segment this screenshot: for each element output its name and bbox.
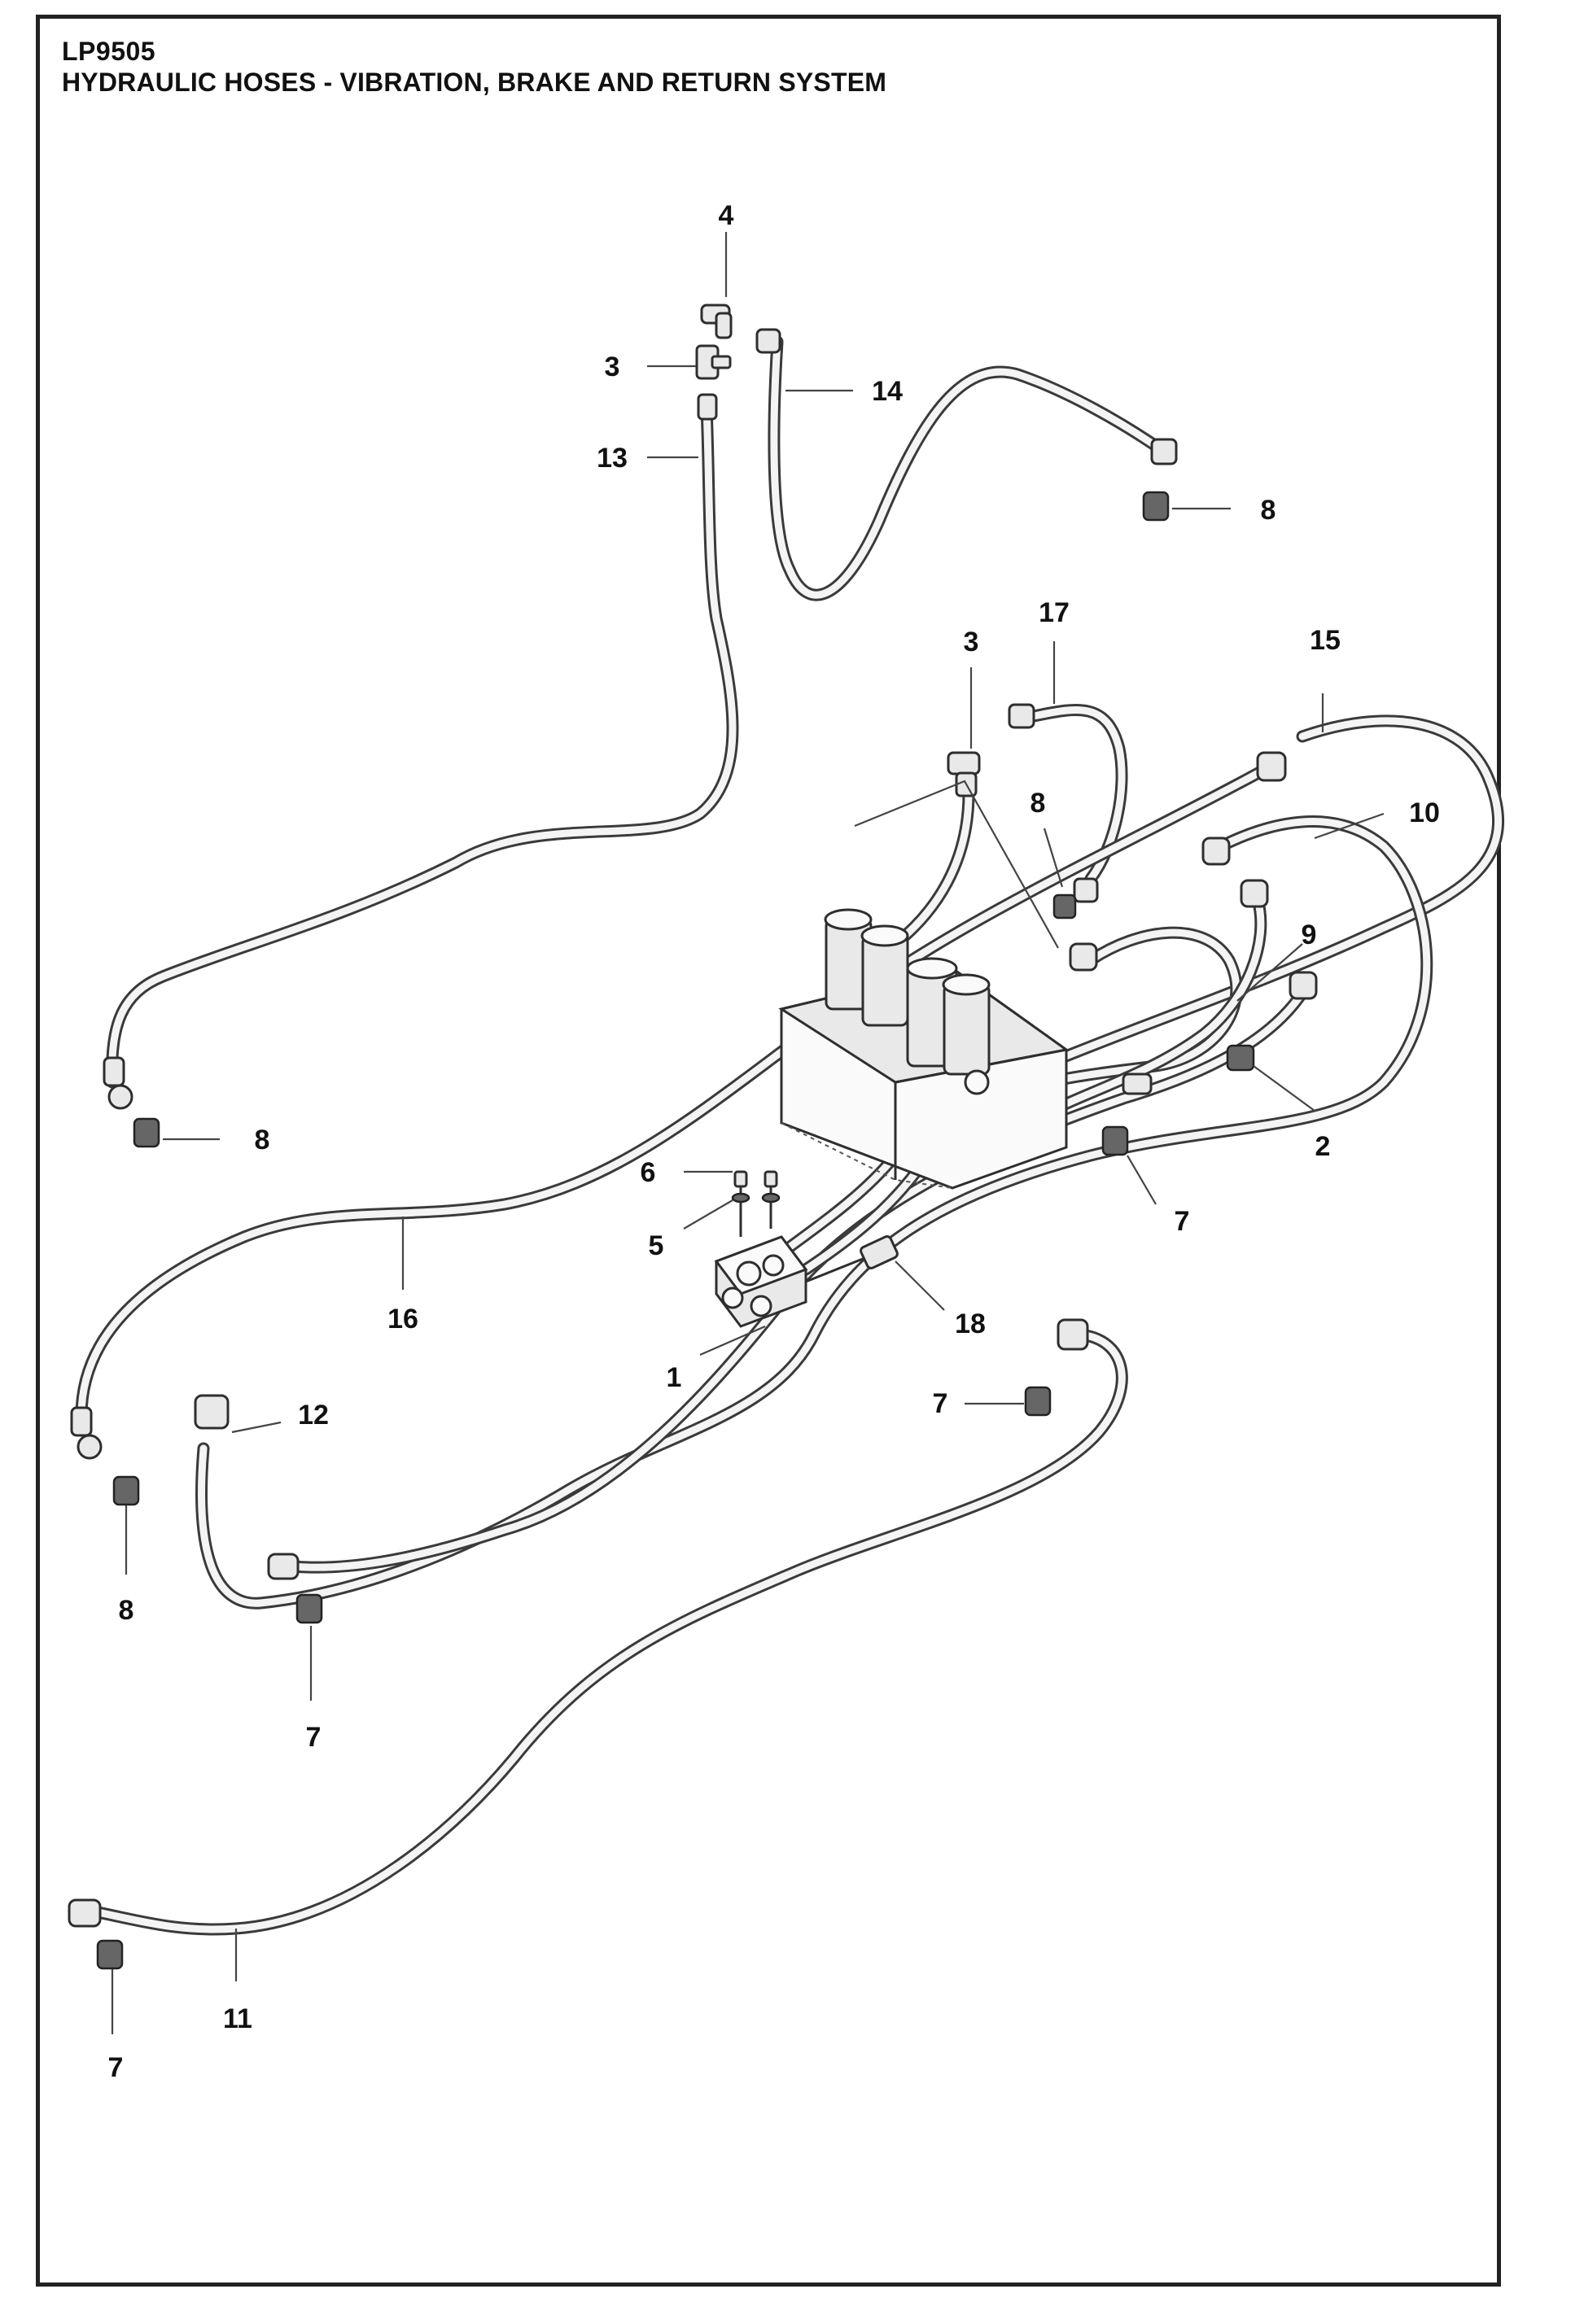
tee-fitting-3-top: [695, 344, 732, 380]
elbow-fitting-11-left: [68, 1898, 124, 1970]
callout-labels: 4 3 14 13 8 17 3 15 8 10 9 8 2 6 7 5 16 …: [108, 200, 1440, 2083]
callout-8-left-lower: 8: [119, 1595, 134, 1626]
hose-12-end: [194, 1394, 230, 1430]
callout-7-mid-right: 7: [1175, 1206, 1190, 1237]
callout-10: 10: [1409, 797, 1440, 828]
callout-18: 18: [955, 1308, 986, 1339]
hose-13: [106, 400, 739, 1089]
callout-4: 4: [719, 200, 734, 231]
hose-13-upper-end: [697, 393, 718, 421]
elbow-fitting-11-right: [1024, 1318, 1089, 1417]
callout-7-left-mid: 7: [306, 1722, 322, 1753]
diagram-header: LP9505 HYDRAULIC HOSES - VIBRATION, BRAK…: [62, 36, 886, 98]
callout-2: 2: [1315, 1131, 1331, 1162]
callout-3-top: 3: [605, 352, 620, 382]
callout-3-mid: 3: [964, 627, 979, 657]
callout-1: 1: [667, 1362, 682, 1393]
adapter-fitting-8-mid: [1052, 877, 1099, 920]
manifold-block-1: [714, 1235, 808, 1328]
diagram-title: HYDRAULIC HOSES - VIBRATION, BRAKE AND R…: [62, 68, 887, 97]
hose-16: [75, 762, 1272, 1422]
fittings: [68, 304, 1318, 1970]
hose-manifold-link: [775, 1149, 934, 1276]
adapter-fitting-8-top-right: [1142, 438, 1178, 522]
callout-7-left-bottom: 7: [108, 2052, 124, 2083]
adapter-fitting-8-left-upper: [103, 1056, 160, 1148]
tee-fitting-3-mid: [947, 751, 981, 797]
callout-8-mid: 8: [1030, 788, 1046, 819]
washer-5: [731, 1192, 781, 1204]
callout-9: 9: [1302, 920, 1317, 950]
callout-7-right-lower: 7: [933, 1388, 948, 1419]
callout-6: 6: [641, 1157, 656, 1188]
elbow-fitting-4: [700, 304, 733, 339]
hose-15: [1035, 714, 1505, 1072]
hose-9-end: [1240, 879, 1269, 908]
drawing-frame: [36, 15, 1501, 2287]
callout-14: 14: [872, 376, 903, 407]
solenoid-valve-a: [824, 908, 909, 1027]
hose-14: [768, 335, 1170, 601]
solenoid-valve-b: [906, 957, 991, 1076]
hose-valve-feed: [889, 787, 975, 950]
pressure-switch-18: [805, 1235, 899, 1283]
valve-block: [778, 908, 1070, 1190]
callout-13: 13: [597, 443, 628, 474]
hose-14-upper-end: [755, 328, 781, 354]
adapter-fitting-8-left-lower: [70, 1406, 140, 1506]
adapter-fitting-2: [1226, 971, 1318, 1072]
callout-12: 12: [298, 1400, 329, 1431]
hose-10-end: [1201, 837, 1231, 866]
diagram-code: LP9505: [62, 37, 156, 66]
leader-lines: [111, 232, 1385, 2034]
hose-9-lower-end: [1069, 942, 1098, 972]
callout-8-left-upper: 8: [255, 1125, 270, 1155]
callout-5: 5: [649, 1230, 664, 1261]
elbow-fitting-7-left-mid: [267, 1553, 323, 1624]
callout-8-top-right: 8: [1261, 495, 1276, 526]
hose-17-upper-end: [1008, 703, 1035, 729]
hose-11: [91, 1328, 1128, 1936]
adapter-fitting-7-mid-right: [1101, 1072, 1153, 1156]
callout-16: 16: [387, 1304, 418, 1335]
callout-15: 15: [1310, 625, 1341, 656]
bolt-6: [733, 1170, 778, 1237]
hose-15-end: [1256, 751, 1287, 782]
callout-11: 11: [223, 2003, 252, 2034]
callout-17: 17: [1039, 597, 1070, 628]
hoses: [75, 335, 1505, 1936]
